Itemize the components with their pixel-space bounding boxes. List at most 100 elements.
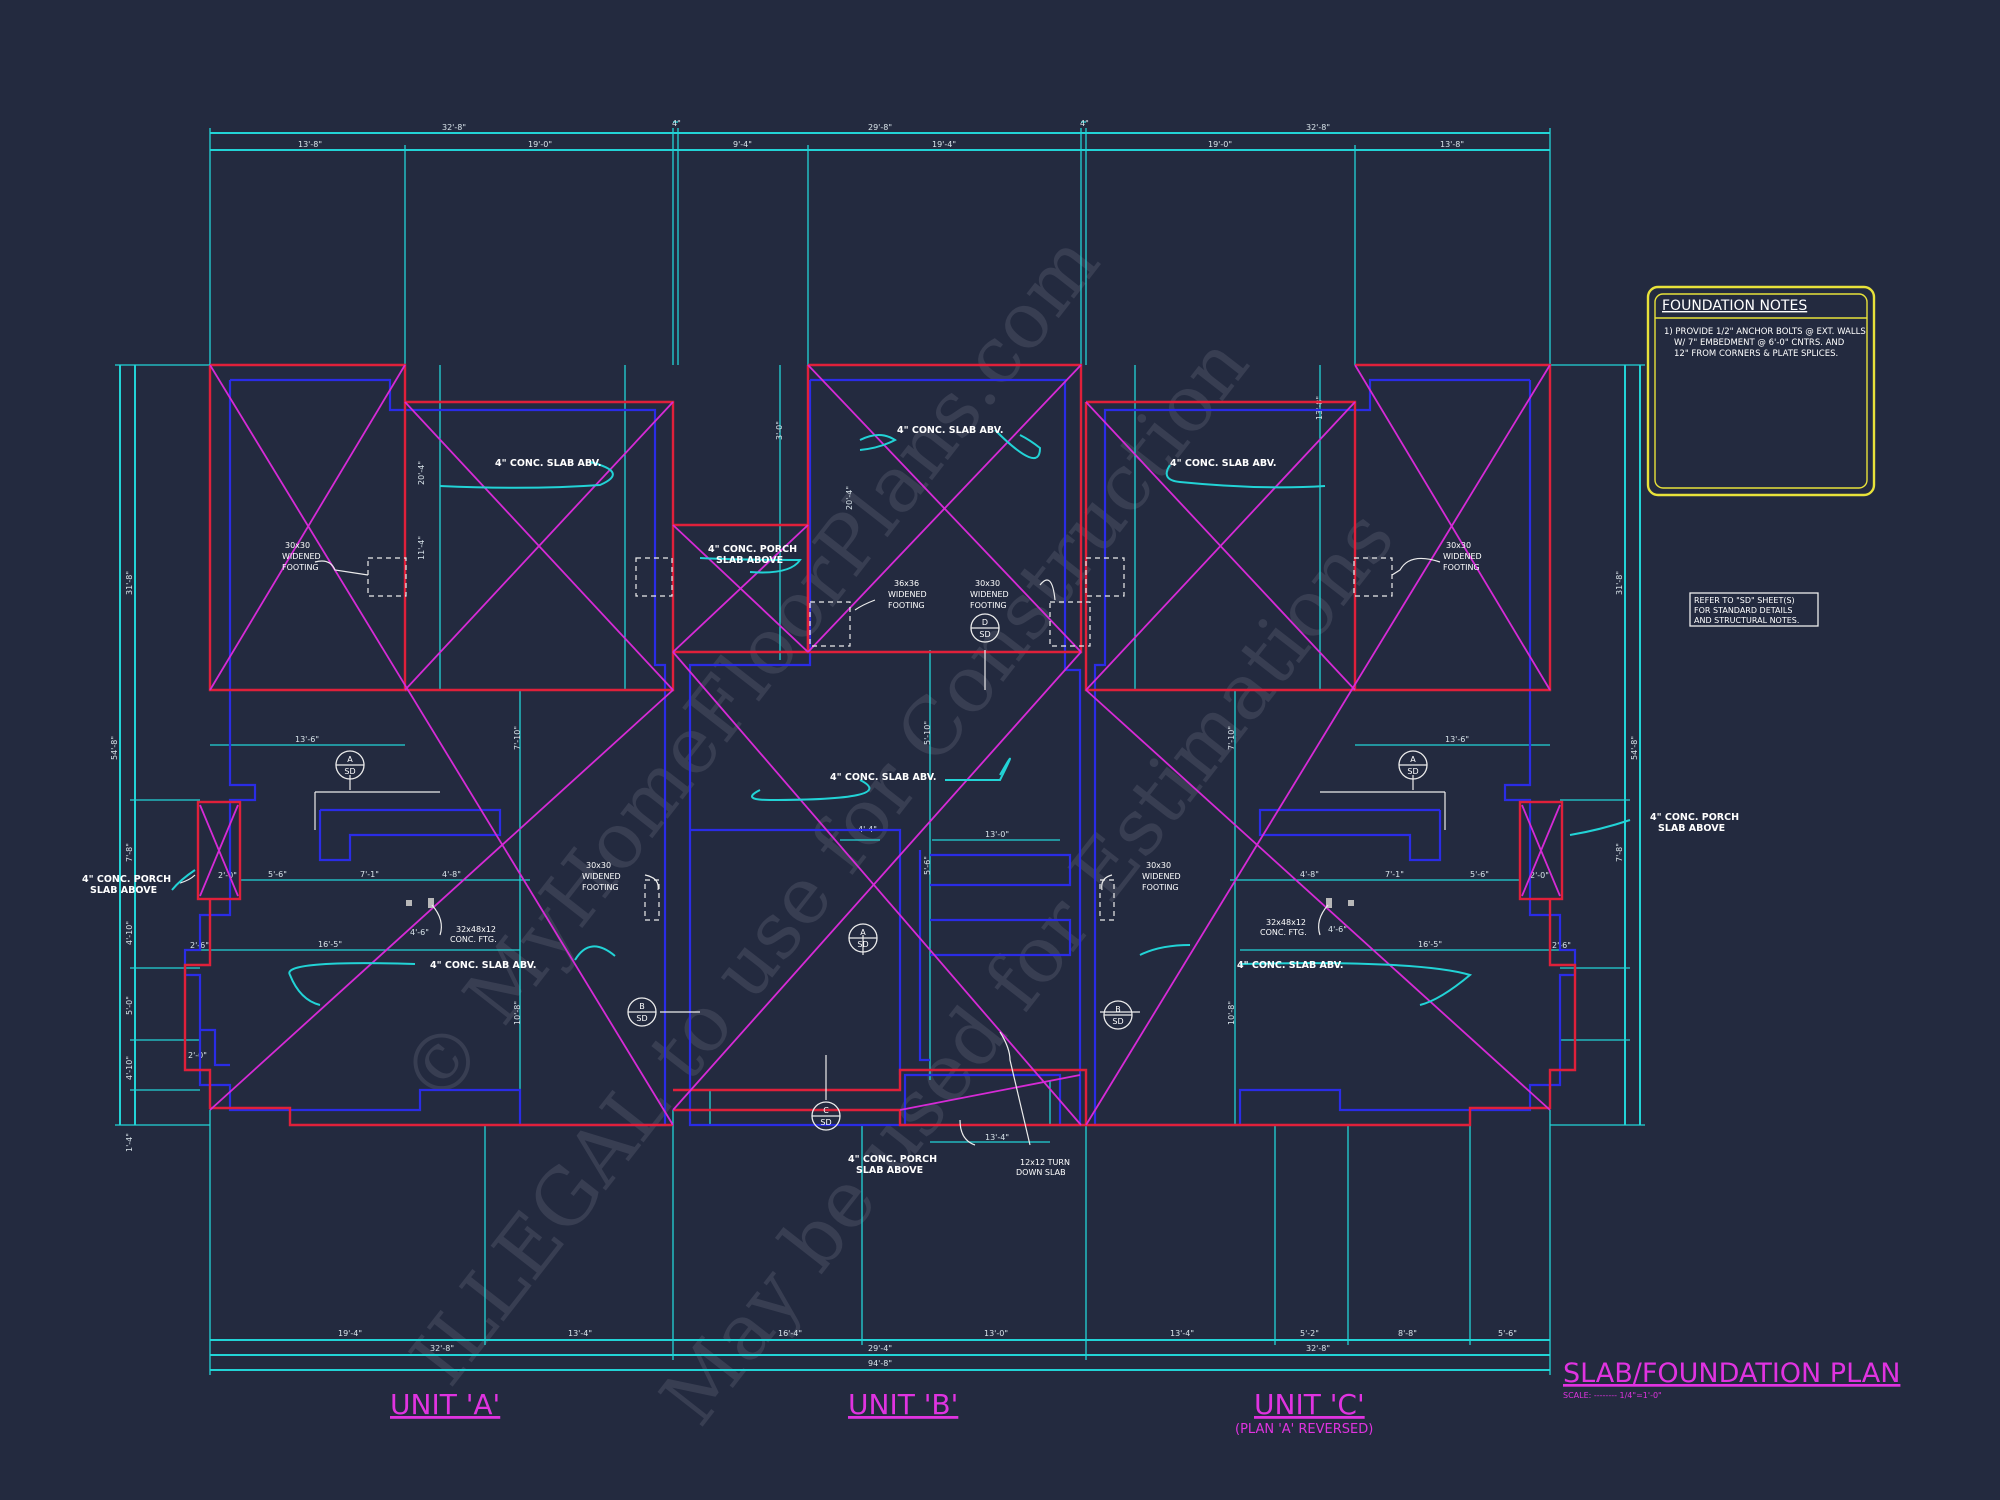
dim-top-a2: 19'-0" [528, 140, 552, 149]
note-footing-c-2: WIDENED [1443, 552, 1482, 561]
dim-4-8-left: 4'-8" [442, 870, 461, 879]
dim-right-upper: 31'-8" [1615, 571, 1624, 595]
foundation-notes-title: FOUNDATION NOTES [1662, 298, 1807, 314]
note-footing-a2-2: WIDENED [582, 872, 621, 881]
dim-bot-c4: 5'-6" [1498, 1329, 1517, 1338]
note-footing-a-2: WIDENED [282, 552, 321, 561]
svg-text:B: B [639, 1002, 645, 1011]
drawing-notes: 4" CONC. SLAB ABV. 4" CONC. SLAB ABV. 4"… [82, 425, 1819, 1177]
svg-text:SD: SD [820, 1118, 831, 1127]
svg-text:SD: SD [344, 767, 355, 776]
dim-10-8-a: 10'-8" [513, 1001, 522, 1025]
dim-2-6-right: 2'-6" [1552, 941, 1571, 950]
dim-11-4-a: 11'-4" [417, 536, 426, 560]
refer-note-line-1: REFER TO "SD" SHEET(S) [1694, 596, 1795, 605]
dim-bot-b-total: 29'-4" [868, 1344, 892, 1353]
dim-20-4-b: 20'-4" [845, 486, 854, 510]
dim-top-b2: 19'-4" [932, 140, 956, 149]
section-callout-d[interactable]: D SD [970, 613, 1000, 643]
dim-top-unit-b: 29'-8" [868, 123, 892, 132]
dim-left-v2: 5'-0" [125, 996, 134, 1015]
dim-16-5-left: 16'-5" [318, 940, 342, 949]
foundation-notes-box: FOUNDATION NOTES 1) PROVIDE 1/2" ANCHOR … [1646, 285, 1876, 497]
note-porch-bottom-2: SLAB ABOVE [856, 1165, 923, 1176]
dim-left-upper: 31'-8" [125, 571, 134, 595]
dim-13-4-porch: 13'-4" [985, 1133, 1009, 1142]
section-callout-a-right[interactable]: A SD [1398, 750, 1428, 780]
note-slab-c-upper: 4" CONC. SLAB ABV. [1170, 458, 1277, 469]
dim-left-total: 54'-8" [110, 736, 119, 760]
dim-13-8-c: 13'-8" [1315, 396, 1324, 420]
note-footing-a2-1: 30x30 [586, 861, 611, 870]
section-callout-a-left[interactable]: A SD [335, 750, 365, 780]
note-slab-b-center: 4" CONC. SLAB ABV. [830, 772, 937, 783]
top-dimensions: 32'-8" 29'-8" 32'-8" 4" 4" 13'-8" 19'-0"… [209, 119, 1551, 365]
dim-right-total: 54'-8" [1630, 736, 1639, 760]
svg-text:SD: SD [857, 940, 868, 949]
note-porch-bottom-1: 4" CONC. PORCH [848, 1154, 937, 1165]
dim-left-v1: 4'-10" [125, 921, 134, 945]
dim-top-a1: 13'-8" [298, 140, 322, 149]
note-ftg-c-2: CONC. FTG. [1260, 928, 1307, 937]
anchor-marker [428, 898, 434, 908]
dim-7-10-c: 7'-10" [1227, 726, 1236, 750]
foundation-note-line-2: W/ 7" EMBEDMENT @ 6'-0" CNTRS. AND [1674, 338, 1845, 348]
note-footing-b2-1: 30x30 [975, 579, 1000, 588]
anchor-marker [1326, 898, 1332, 908]
dim-13-6-right: 13'-6" [1445, 735, 1469, 744]
note-slab-a-lower: 4" CONC. SLAB ABV. [430, 960, 537, 971]
note-footing-a-3: FOOTING [282, 563, 319, 572]
note-porch-b-upper-2: SLAB ABOVE [716, 555, 783, 566]
dim-top-b1: 9'-4" [733, 140, 752, 149]
dim-13-0-stair: 13'-0" [985, 830, 1009, 839]
note-footing-c-1: 30x30 [1446, 541, 1471, 550]
svg-text:A: A [347, 755, 353, 764]
dim-4-6-left: 4'-6" [410, 928, 429, 937]
svg-text:SD: SD [636, 1014, 647, 1023]
dim-bot-overall: 94'-8" [868, 1359, 892, 1368]
dim-top-unit-a: 32'-8" [442, 123, 466, 132]
dim-bot-b2: 13'-0" [984, 1329, 1008, 1338]
note-footing-a2-3: FOOTING [582, 883, 619, 892]
svg-text:C: C [823, 1106, 829, 1115]
drawing-title: SLAB/FOUNDATION PLAN [1563, 1358, 1900, 1389]
note-footing-b2-2: WIDENED [970, 590, 1009, 599]
note-footing-c-3: FOOTING [1443, 563, 1480, 572]
section-callout-c[interactable]: C SD [811, 1101, 841, 1131]
dim-5-10-b: 5'-10" [923, 721, 932, 745]
anchor-marker [406, 900, 412, 906]
note-footing-c2-1: 30x30 [1146, 861, 1171, 870]
dim-2-0-bot: 2'-0" [188, 1051, 207, 1060]
dim-top-c1: 19'-0" [1208, 140, 1232, 149]
note-porch-b-upper-1: 4" CONC. PORCH [708, 544, 797, 555]
hip-diagonals [199, 364, 1561, 1126]
note-porch-left-1: 4" CONC. PORCH [82, 874, 171, 885]
foundation-note-line-3: 12" FROM CORNERS & PLATE SPLICES. [1674, 349, 1838, 359]
svg-text:B: B [1115, 1005, 1121, 1014]
section-callout-a-center[interactable]: A SD [848, 923, 878, 953]
dim-bot-c1: 13'-4" [1170, 1329, 1194, 1338]
dim-7-1-right: 7'-1" [1385, 870, 1404, 879]
refer-note-line-2: FOR STANDARD DETAILS [1694, 606, 1792, 615]
dim-4-6-right: 4'-6" [1328, 925, 1347, 934]
section-callouts: A SD A SD D SD A SD B SD [335, 613, 1428, 1131]
dim-bot-c-total: 32'-8" [1306, 1344, 1330, 1353]
svg-text:SD: SD [1112, 1017, 1123, 1026]
note-porch-right-2: SLAB ABOVE [1658, 823, 1725, 834]
svg-text:SD: SD [1407, 767, 1418, 776]
unit-a-label: UNIT 'A' [390, 1388, 500, 1421]
section-callout-b-left[interactable]: B SD [627, 997, 657, 1027]
unit-c-label: UNIT 'C' [1254, 1388, 1365, 1421]
dim-top-c2: 13'-8" [1440, 140, 1464, 149]
dim-top-gap-2: 4" [1080, 119, 1089, 128]
dim-5-6-b: 5'-6" [923, 856, 932, 875]
note-slab-c-lower: 4" CONC. SLAB ABV. [1237, 960, 1344, 971]
dim-bot-a2: 13'-4" [568, 1329, 592, 1338]
dim-left-a: 7'-8" [125, 843, 134, 862]
refer-note-line-3: AND STRUCTURAL NOTES. [1694, 616, 1799, 625]
dim-7-10-a: 7'-10" [513, 726, 522, 750]
note-ftg-a-2: CONC. FTG. [450, 935, 497, 944]
dim-left-v3: 4'-10" [125, 1056, 134, 1080]
section-callout-b-right[interactable]: B SD [1103, 1000, 1133, 1030]
